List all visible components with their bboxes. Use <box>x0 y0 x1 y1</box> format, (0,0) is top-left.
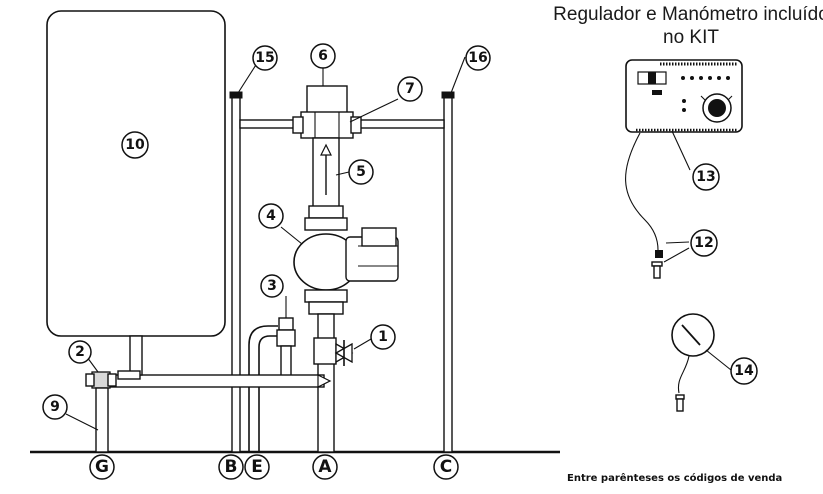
port-g: G <box>89 454 115 480</box>
callout-6: 6 <box>310 43 336 69</box>
temperature-regulator <box>625 59 743 133</box>
callout-15: 16 <box>465 45 491 71</box>
callout-label: 12 <box>694 235 713 251</box>
footnote: Entre parênteses os códigos de venda <box>567 472 782 484</box>
callout-10: 10 <box>121 131 149 159</box>
callout-label: 14 <box>734 363 754 379</box>
port-a: A <box>312 454 338 480</box>
storage-tank <box>46 10 226 337</box>
return-pipe <box>99 335 332 388</box>
callout-12: 12 <box>690 229 718 257</box>
drain-valve <box>85 371 117 389</box>
pipe-e <box>248 325 278 452</box>
port-label: E <box>251 457 263 477</box>
port-label: A <box>318 457 332 477</box>
callout-14: 15 <box>252 45 278 71</box>
callout-13: 13 <box>692 163 720 191</box>
callout-4: 4 <box>258 203 284 229</box>
pipe-g <box>95 387 109 453</box>
callout-9: 9 <box>42 394 68 420</box>
mixing-valve <box>292 85 362 139</box>
callout-7: 7 <box>397 76 423 102</box>
port-label: C <box>440 457 452 477</box>
kit-title-line1: Regulador e Manómetro incluído <box>553 4 823 25</box>
callout-label: 16 <box>468 50 487 66</box>
pipe-b-cap <box>229 91 243 99</box>
port-label: B <box>225 457 238 477</box>
callout-label: 6 <box>318 48 328 64</box>
pipe-b <box>231 95 241 453</box>
port-c: C <box>433 454 459 480</box>
port-label: G <box>95 457 109 477</box>
pressure-gauge <box>671 313 715 412</box>
check-valve <box>276 317 296 377</box>
callout-label: 1 <box>378 329 388 345</box>
callout-2: 2 <box>68 340 92 364</box>
circulation-pump <box>293 205 399 315</box>
callout-label: 3 <box>267 278 277 294</box>
callout-1: 1 <box>370 324 396 350</box>
kit-title-line2: no KIT <box>663 27 719 48</box>
callout-label: 2 <box>75 344 85 360</box>
callout-label: 7 <box>405 81 415 97</box>
pipe-c-cap <box>441 91 455 99</box>
pipe-c <box>443 95 453 453</box>
port-b: B <box>218 454 244 480</box>
callout-label: 4 <box>266 208 276 224</box>
callout-label: 13 <box>696 169 715 185</box>
ball-valve <box>313 337 354 366</box>
leader-lines <box>65 56 732 431</box>
callout-16: 14 <box>730 357 758 385</box>
callout-label: 5 <box>356 164 366 180</box>
callout-label: 9 <box>50 399 60 415</box>
callout-label: 10 <box>125 137 145 153</box>
flow-arrow <box>320 143 332 195</box>
callout-3: 3 <box>260 274 284 298</box>
callout-5: 5 <box>348 159 374 185</box>
callout-label: 15 <box>255 50 274 66</box>
port-e: E <box>244 454 270 480</box>
temperature-sensor <box>625 132 663 279</box>
